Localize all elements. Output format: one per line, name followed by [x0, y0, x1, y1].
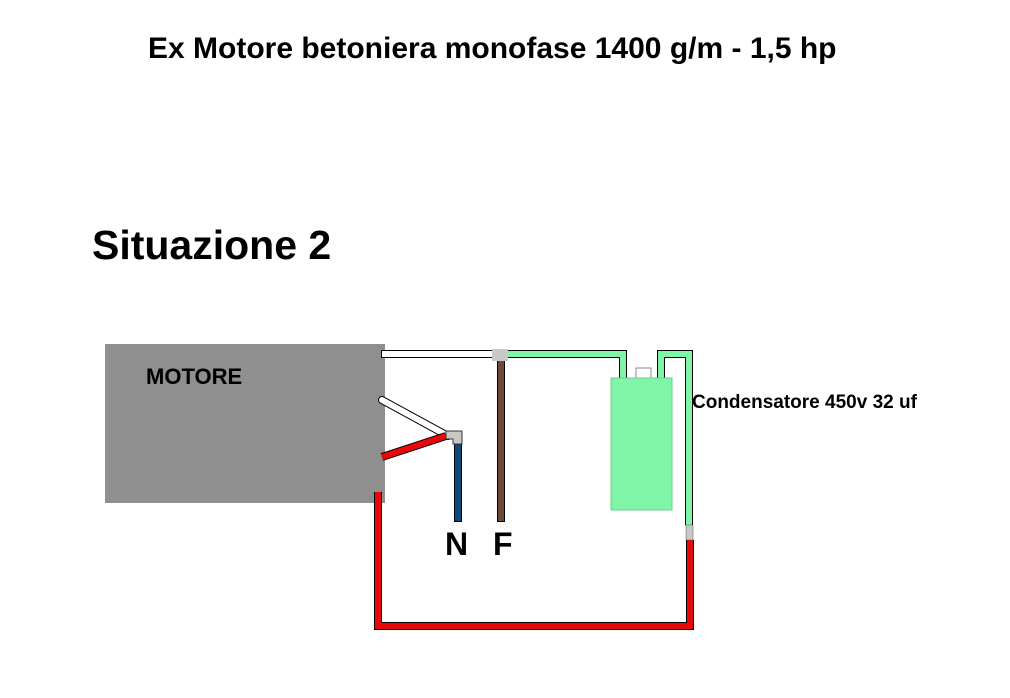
- motor-label: MOTORE: [146, 364, 243, 389]
- green-wire-capacitor-left: [506, 350, 627, 378]
- red-wire-loop: [374, 492, 694, 630]
- neutral-label: N: [445, 526, 469, 562]
- junction-grey: [685, 524, 694, 541]
- motor-box: [105, 344, 385, 503]
- capacitor-terminal: [635, 367, 652, 379]
- capacitor-body: [610, 377, 673, 511]
- junction-top: [492, 349, 508, 361]
- page-title: Ex Motore betoniera monofase 1400 g/m - …: [148, 32, 837, 65]
- phase-label: F: [493, 526, 513, 562]
- situation-heading: Situazione 2: [92, 222, 332, 268]
- capacitor-label: Condensatore 450v 32 uf: [692, 392, 917, 413]
- junction-neutral: [445, 430, 463, 445]
